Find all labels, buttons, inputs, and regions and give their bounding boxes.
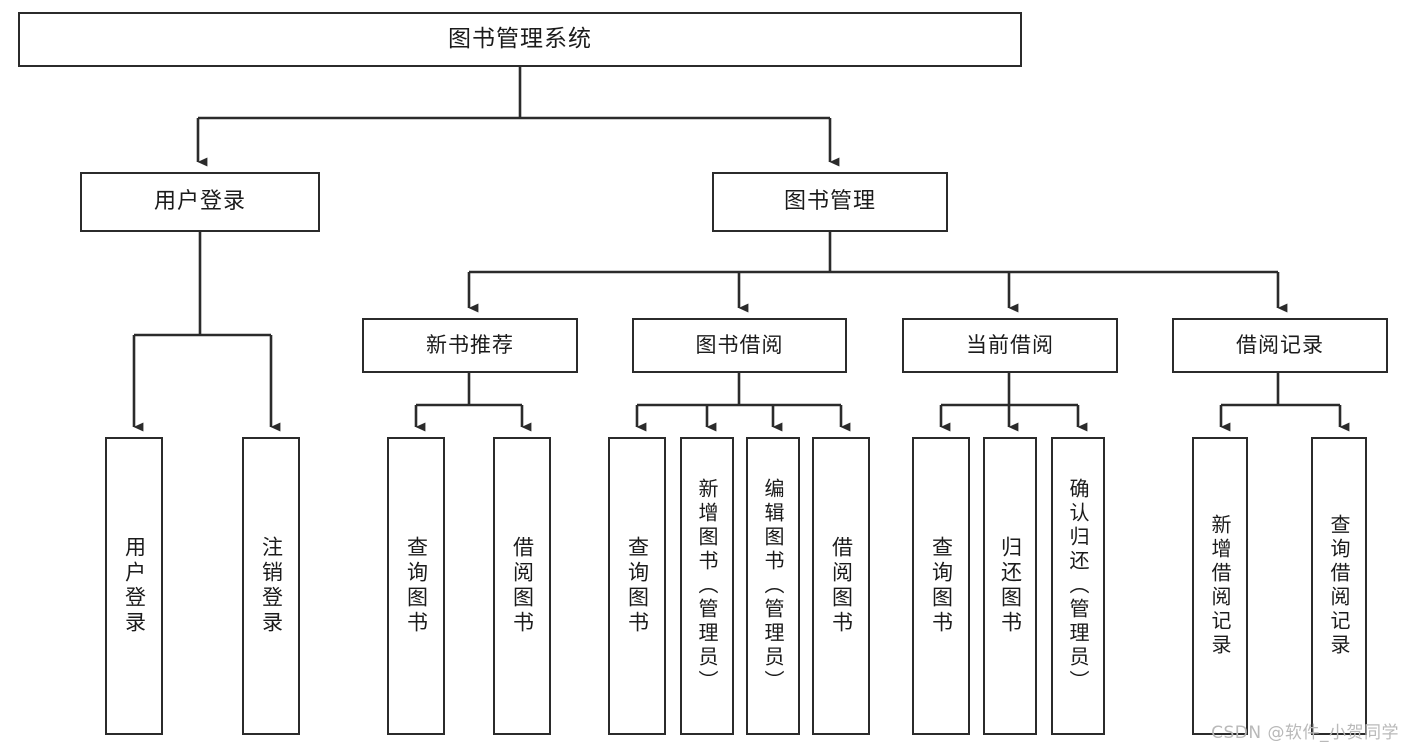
node-book-borrow[interactable]: 图书借阅	[632, 318, 847, 373]
leaf-return-book[interactable]: 归还图书	[983, 437, 1037, 735]
leaf-borrow-book[interactable]: 借阅图书	[812, 437, 870, 735]
leaf-query-book-current[interactable]: 查询图书	[912, 437, 970, 735]
leaf-user-login[interactable]: 用户登录	[105, 437, 163, 735]
node-current-borrow-label: 当前借阅	[966, 333, 1054, 358]
leaf-label: 用户登录	[122, 536, 147, 636]
leaf-label: 注销登录	[259, 536, 284, 636]
leaf-logout[interactable]: 注销登录	[242, 437, 300, 735]
leaf-label: 新增图书（管理员）	[695, 478, 719, 694]
leaf-label: 新增借阅记录	[1208, 514, 1232, 658]
node-current-borrow[interactable]: 当前借阅	[902, 318, 1118, 373]
csdn-watermark: CSDN @软件_小贺同学	[1211, 723, 1399, 743]
leaf-label: 编辑图书（管理员）	[761, 478, 785, 694]
leaf-borrow-book-recommend[interactable]: 借阅图书	[493, 437, 551, 735]
node-user-login-label: 用户登录	[153, 189, 246, 215]
node-root-book-management-system[interactable]: 图书管理系统	[18, 12, 1022, 67]
leaf-query-book-recommend[interactable]: 查询图书	[387, 437, 445, 735]
node-book-borrow-label: 图书借阅	[695, 333, 784, 358]
leaf-label: 查询图书	[404, 536, 429, 636]
node-book-management[interactable]: 图书管理	[712, 172, 948, 232]
leaf-label: 借阅图书	[510, 536, 535, 636]
leaf-add-borrow-record[interactable]: 新增借阅记录	[1192, 437, 1248, 735]
node-new-book-recommend-label: 新书推荐	[426, 333, 514, 358]
leaf-query-book-borrow[interactable]: 查询图书	[608, 437, 666, 735]
node-user-login[interactable]: 用户登录	[80, 172, 320, 232]
leaf-label: 查询图书	[929, 536, 954, 636]
leaf-confirm-return-admin[interactable]: 确认归还（管理员）	[1051, 437, 1105, 735]
leaf-label: 归还图书	[998, 536, 1023, 636]
leaf-query-borrow-record[interactable]: 查询借阅记录	[1311, 437, 1367, 735]
leaf-add-book-admin[interactable]: 新增图书（管理员）	[680, 437, 734, 735]
node-borrow-record-label: 借阅记录	[1236, 333, 1324, 358]
leaf-label: 查询借阅记录	[1327, 514, 1351, 658]
node-book-management-label: 图书管理	[783, 189, 876, 215]
leaf-label: 查询图书	[625, 536, 650, 636]
node-root-label: 图书管理系统	[448, 25, 592, 52]
leaf-label: 确认归还（管理员）	[1066, 478, 1090, 694]
node-borrow-record[interactable]: 借阅记录	[1172, 318, 1388, 373]
node-new-book-recommend[interactable]: 新书推荐	[362, 318, 578, 373]
leaf-label: 借阅图书	[829, 536, 854, 636]
leaf-edit-book-admin[interactable]: 编辑图书（管理员）	[746, 437, 800, 735]
